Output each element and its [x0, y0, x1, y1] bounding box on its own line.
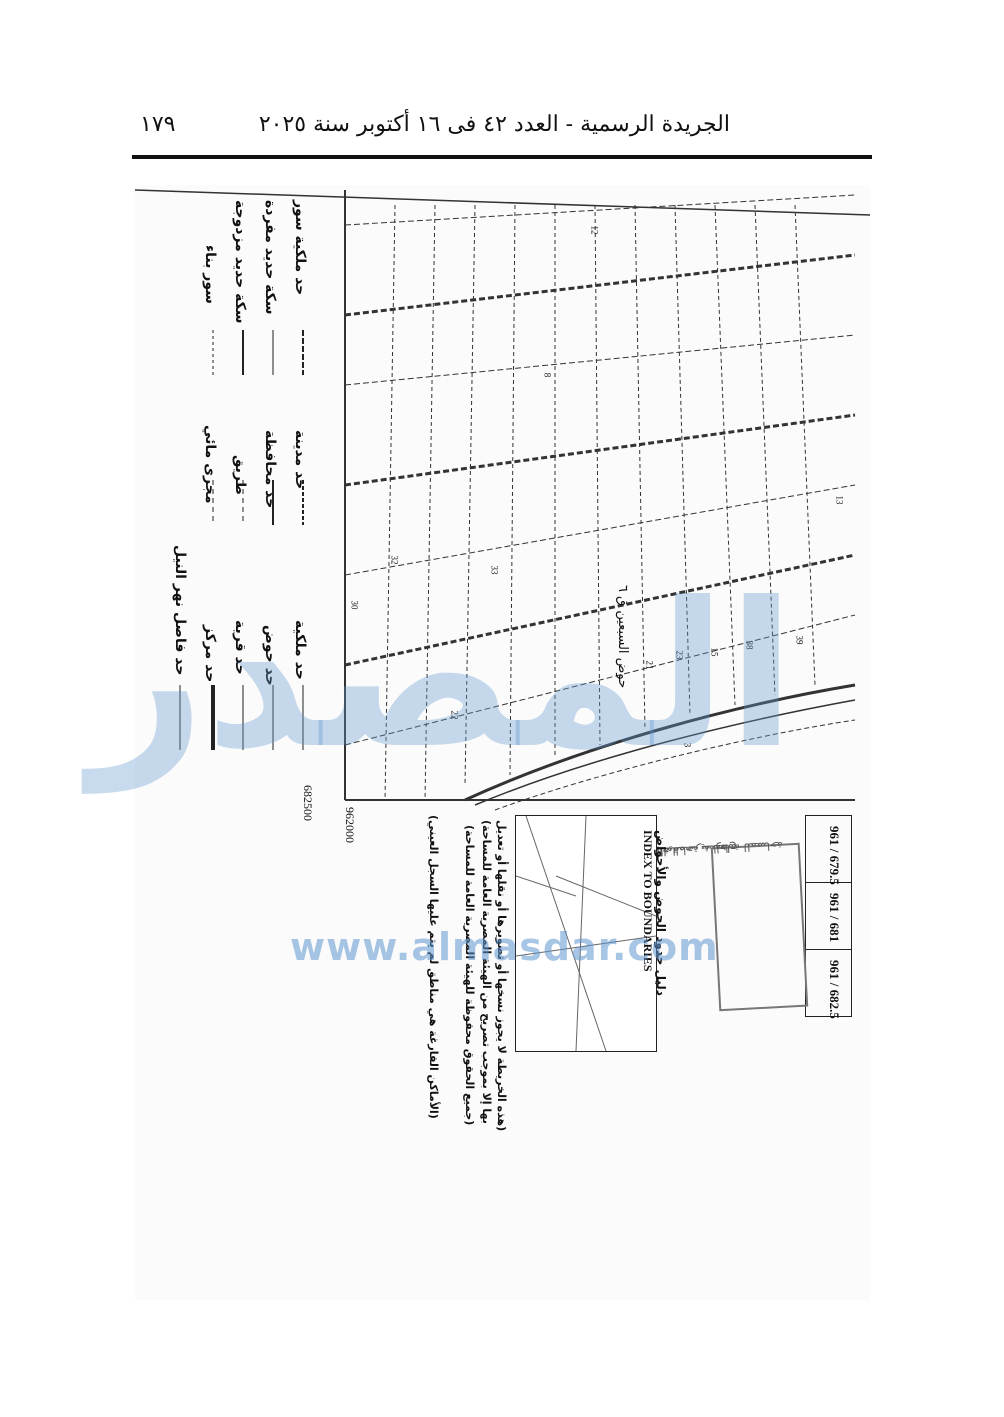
sheet-cell: 961 / 682.5 [827, 960, 842, 1019]
sheet-index-table: 961 / 679.5 961 / 681 961 / 682.5 [805, 815, 852, 1019]
parcel-number: 39 [794, 635, 805, 645]
watermark-url: www.almasdar.com [290, 925, 719, 969]
sheet-bottom: 682.5 [827, 989, 842, 1019]
index-map-lines [515, 815, 657, 1052]
sheet-bottom: 679.5 [827, 855, 842, 885]
sheet-top: 961 [827, 826, 842, 846]
gazette-title: الجريدة الرسمية - العدد ٤٢ فى ١٦ أكتوبر … [258, 112, 730, 137]
map-note: (جميع الحقوق محفوظة للهيئة المصرية العام… [463, 825, 476, 1126]
parcel-number: 12 [589, 225, 600, 235]
page-number: ١٧٩ [140, 112, 176, 137]
legend-item: سور بناء [202, 245, 218, 304]
sheet-cell: 961 / 679.5 [806, 816, 851, 885]
legend-item: حد ملكية سور [292, 200, 308, 296]
map-note: بها إلا بموجب تصريح من الهيئة المصرية ال… [480, 820, 493, 1124]
sheet-cell: 961 / 681 [806, 883, 851, 950]
legend-item: سكة حديد مفردة [262, 200, 278, 315]
map-lines [135, 189, 870, 811]
watermark-logo: المصدر [90, 560, 796, 793]
cadastral-map: 12 8 13 32 33 30 21 23 15 38 39 22 3 حوض… [135, 185, 870, 1300]
parcel-number: 8 [542, 372, 553, 378]
index-map [515, 815, 657, 1052]
coordinate-northing: 962000 [343, 807, 357, 843]
parcel-number: 13 [834, 495, 845, 505]
sheet-top: 961 [827, 960, 842, 980]
header-rule [132, 155, 872, 159]
sheet-bottom: 681 [827, 922, 842, 943]
index-title-ar: دليل حدود الحوض والأحواض [654, 830, 668, 996]
page-header: الجريدة الرسمية - العدد ٤٢ فى ١٦ أكتوبر … [140, 112, 730, 148]
sheet-top: 961 [827, 893, 842, 913]
legend-symbols [179, 330, 304, 750]
legend-item: سكة حديد مزدوجة [232, 200, 248, 324]
map-note: (هذه الخريطة لا يجوز نسخها أو تصويرها أو… [495, 820, 508, 1132]
